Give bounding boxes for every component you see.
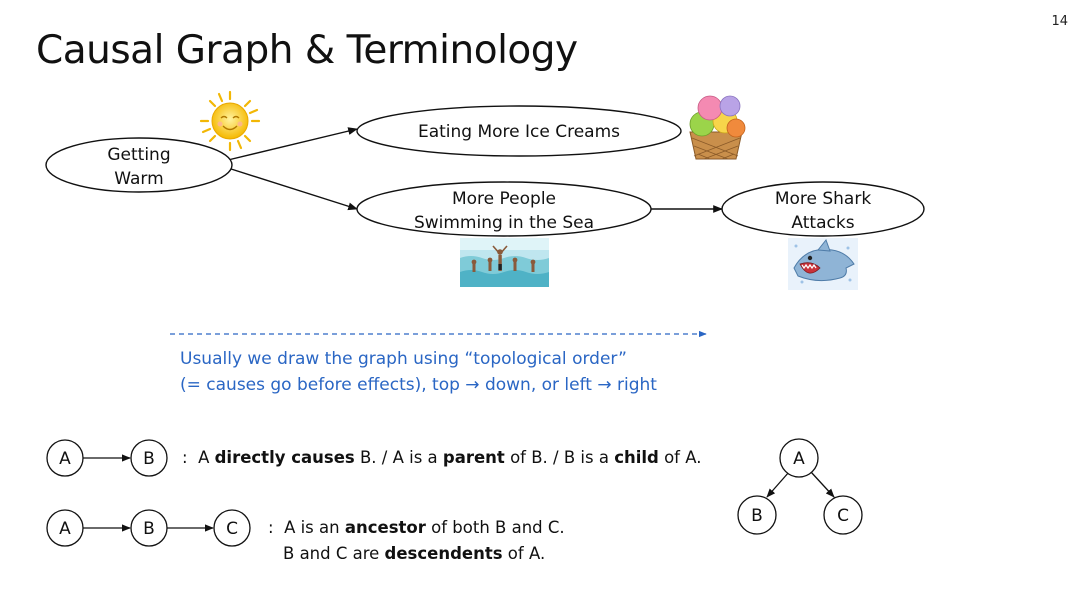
def2-text-1: A is an — [284, 518, 345, 537]
slide-title: Causal Graph & Terminology — [36, 28, 578, 73]
topological-order-note: Usually we draw the graph using “topolog… — [180, 346, 657, 398]
example2-node-c: C — [226, 519, 238, 539]
example1-node-a: A — [59, 449, 71, 469]
edge-warm-to-swimming — [227, 167, 358, 211]
example-a-to-b: A B — [46, 439, 168, 477]
def2-text-2: of both B and C. — [425, 518, 565, 537]
example2-node-a: A — [59, 519, 71, 539]
swimmers-photo — [460, 238, 549, 287]
edge-warm-to-icecream — [227, 127, 358, 161]
def2-text-3: B and C are — [283, 544, 385, 563]
shark-icon — [788, 238, 858, 290]
example2-node-b: B — [143, 519, 155, 539]
example-a-to-b-to-c: A B C — [46, 509, 251, 547]
definition-direct-cause: : A directly causes B. / A is a parent o… — [182, 445, 701, 471]
def2-separator: : — [268, 518, 274, 537]
node-getting-warm: Getting Warm — [45, 137, 233, 193]
def1-text-3: of B. / B is a — [504, 448, 615, 467]
example1-node-b: B — [143, 449, 155, 469]
example-tree: A B C — [737, 438, 863, 535]
def1-text-4: of A. — [658, 448, 702, 467]
node-getting-warm-line2: Warm — [114, 169, 163, 189]
def1-separator: : — [182, 448, 188, 467]
tree-node-b: B — [751, 506, 763, 526]
tree-node-c: C — [837, 506, 849, 526]
def1-text-1: A — [198, 448, 215, 467]
note-line-1: Usually we draw the graph using “topolog… — [180, 349, 627, 369]
node-eating-ice-creams: Eating More Ice Creams — [356, 105, 682, 157]
node-shark-line1: More Shark — [775, 189, 872, 209]
def2-term-ancestor: ancestor — [344, 518, 426, 537]
node-swimming-line1: More People — [452, 189, 556, 209]
node-shark-line2: Attacks — [791, 213, 854, 233]
node-swimming: More People Swimming in the Sea — [356, 181, 652, 237]
node-shark-attacks: More Shark Attacks — [721, 181, 925, 237]
def1-term-parent: parent — [442, 448, 505, 467]
def2-text-4: of A. — [502, 544, 546, 563]
def2-term-descendents: descendents — [384, 544, 503, 563]
tree-node-a: A — [793, 449, 805, 469]
node-swimming-line2: Swimming in the Sea — [414, 213, 594, 233]
note-line-2: (= causes go before effects), top → down… — [180, 375, 657, 395]
slide-number: 14 — [1051, 14, 1068, 29]
def1-term-directly-causes: directly causes — [214, 448, 355, 467]
node-ice-creams-label: Eating More Ice Creams — [418, 122, 620, 142]
ice-cream-icon — [689, 95, 746, 160]
definition-descendents: B and C are descendents of A. — [283, 541, 545, 567]
node-getting-warm-line1: Getting — [107, 145, 170, 165]
definition-ancestor: : A is an ancestor of both B and C. — [268, 515, 565, 541]
def1-text-2: B. / A is a — [354, 448, 443, 467]
def1-term-child: child — [614, 448, 659, 467]
sun-icon — [199, 90, 261, 152]
